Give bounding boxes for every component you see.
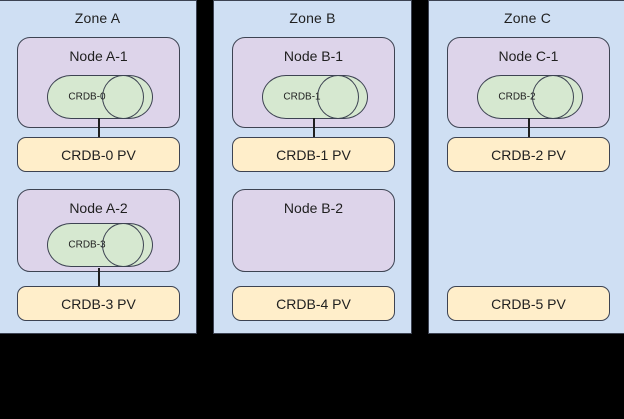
node-box-c-1[interactable]: Node C-1 CRDB-2 [447, 37, 610, 128]
crdb-pod-cylinder-a-1[interactable]: CRDB-0 [47, 75, 153, 119]
node-label-a-2: Node A-2 [69, 200, 128, 216]
crdb-pod-label-a-2: CRDB-3 [68, 239, 106, 251]
pv-label-crdb-5: CRDB-5 PV [491, 295, 566, 312]
pv-label-crdb-2: CRDB-2 PV [491, 146, 566, 163]
node-box-a-2[interactable]: Node A-2 CRDB-3 [17, 189, 180, 272]
cylinder-cap-icon [317, 75, 359, 119]
pv-label-crdb-0: CRDB-0 PV [61, 146, 136, 163]
zone-panel-c[interactable]: Zone C Node C-1 CRDB-2 CRDB-2 PV CRDB-5 … [428, 0, 624, 334]
node-label-b-1: Node B-1 [283, 48, 344, 64]
cylinder-cap-icon [102, 223, 144, 267]
cylinder-cap-icon [102, 75, 144, 119]
crdb-pod-cylinder-b-1[interactable]: CRDB-1 [262, 75, 368, 119]
node-box-b-2[interactable]: Node B-2 [232, 189, 395, 272]
pv-label-crdb-1: CRDB-1 PV [276, 146, 351, 163]
pv-label-crdb-3: CRDB-3 PV [61, 295, 136, 312]
pv-box-crdb-0[interactable]: CRDB-0 PV [17, 137, 180, 172]
node-box-a-1[interactable]: Node A-1 CRDB-0 [17, 37, 180, 128]
crdb-pod-cylinder-a-2[interactable]: CRDB-3 [47, 223, 153, 267]
pv-label-crdb-4: CRDB-4 PV [276, 295, 351, 312]
node-box-b-1[interactable]: Node B-1 CRDB-1 [232, 37, 395, 128]
zone-panel-a[interactable]: Zone A Node A-1 CRDB-0 CRDB-0 PV Node A-… [0, 0, 197, 334]
crdb-pod-label-a-1: CRDB-0 [68, 91, 106, 103]
zone-title-a: Zone A [74, 10, 121, 26]
connector-line-b-1 [313, 118, 315, 137]
node-label-b-2: Node B-2 [283, 200, 344, 216]
connector-line-a-1 [98, 118, 100, 137]
node-label-a-1: Node A-1 [69, 48, 128, 64]
crdb-pod-cylinder-c-1[interactable]: CRDB-2 [477, 75, 583, 119]
zone-title-b: Zone B [289, 10, 336, 26]
connector-line-a-2 [98, 268, 100, 286]
pv-box-crdb-3[interactable]: CRDB-3 PV [17, 286, 180, 321]
cylinder-cap-icon [532, 75, 574, 119]
zone-title-c: Zone C [503, 10, 552, 26]
pv-box-crdb-4[interactable]: CRDB-4 PV [232, 286, 395, 321]
connector-line-c-1 [528, 118, 530, 137]
node-label-c-1: Node C-1 [498, 48, 559, 64]
crdb-pod-label-c-1: CRDB-2 [498, 91, 536, 103]
pv-box-crdb-1[interactable]: CRDB-1 PV [232, 137, 395, 172]
crdb-pod-label-b-1: CRDB-1 [283, 91, 321, 103]
pv-box-crdb-5[interactable]: CRDB-5 PV [447, 286, 610, 321]
zone-panel-b[interactable]: Zone B Node B-1 CRDB-1 CRDB-1 PV Node B-… [213, 0, 412, 334]
pv-box-crdb-2[interactable]: CRDB-2 PV [447, 137, 610, 172]
